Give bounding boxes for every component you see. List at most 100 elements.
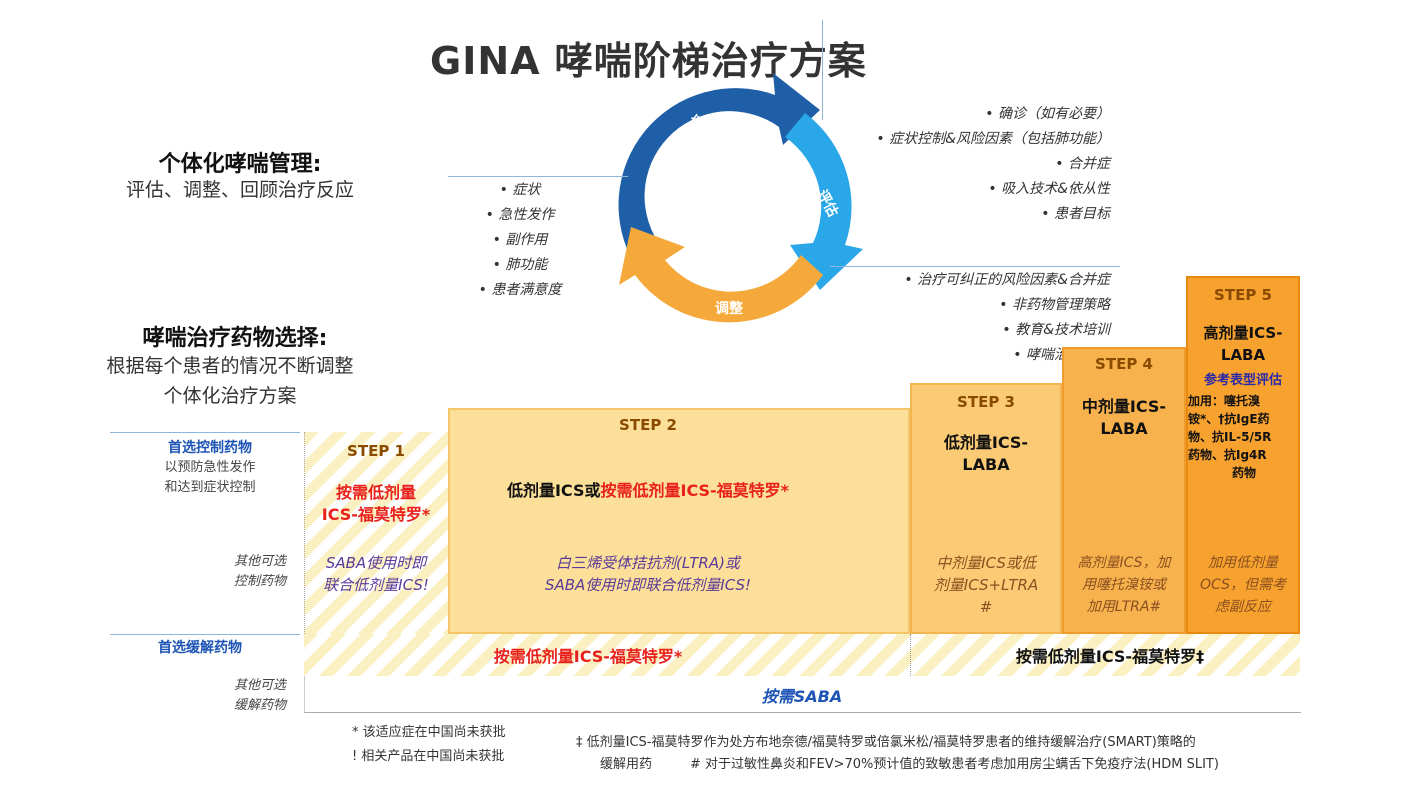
step2-box (448, 408, 910, 634)
step4-alt-line: 高剂量ICS，加 (1077, 555, 1171, 571)
other-controller-category: 其他可选 控制药物 (210, 552, 310, 592)
step3-preferred-controller: 低剂量ICS- LABA (910, 432, 1062, 476)
step3-alt-line: # (979, 598, 993, 616)
cycle-segment-review (618, 73, 820, 265)
step2-main-b: 按需低剂量ICS-福莫特罗* (600, 481, 790, 500)
step1-main-line: 按需低剂量 (335, 483, 416, 502)
step1-label: STEP 1 (347, 442, 405, 460)
step5-label: STEP 5 (1214, 286, 1272, 304)
step4-label: STEP 4 (1095, 355, 1153, 373)
assess-bullet: 吸入技术&依从性 (780, 177, 1110, 202)
footnote-dagger-1: ‡ 低剂量ICS-福莫特罗作为处方布地奈德/福莫特罗或倍氯米松/福莫特罗患者的维… (576, 735, 1196, 750)
step5-phenotype: 参考表型评估 (1203, 373, 1282, 388)
review-bullets: 症状 急性发作 副作用 肺功能 患者满意度 (440, 178, 600, 303)
preferred-controller-title: 首选控制药物 (168, 440, 252, 456)
step3-main-line: 低剂量ICS- (943, 433, 1029, 452)
review-bullet: 肺功能 (440, 253, 600, 278)
step5-main-line: LABA (1220, 346, 1266, 364)
assess-bullet: 患者目标 (780, 202, 1110, 227)
other-reliever-band (304, 676, 1301, 713)
reliever-steps12: 按需低剂量ICS-福莫特罗* (493, 647, 683, 666)
step4-other-controller: 高剂量ICS，加 用噻托溴铵或 加用LTRA# (1062, 552, 1186, 618)
step5-addon-line: 铵*、†抗IgE药 (1188, 412, 1270, 426)
other-controller-label: 控制药物 (233, 574, 286, 589)
step5-alt-line: 加用低剂量 (1208, 555, 1278, 571)
review-bullet: 副作用 (440, 228, 600, 253)
cycle-label-adjust: 调整 (715, 300, 744, 317)
preferred-reliever-band (304, 634, 1300, 676)
footnote-dagger-2: 缓解用药 (600, 757, 653, 772)
step1-box (304, 432, 449, 634)
step4-box (1062, 347, 1186, 634)
step5-box (1186, 276, 1300, 634)
review-bullet: 症状 (440, 178, 600, 203)
step4-main-line: LABA (1100, 419, 1148, 438)
adjust-connector (830, 266, 1120, 267)
reliever-steps35: 按需低剂量ICS-福莫特罗‡ (1015, 647, 1205, 666)
step3-label: STEP 3 (957, 393, 1015, 411)
footnote-bang: ! 相关产品在中国尚未获批 (352, 749, 505, 764)
step2-other-controller: 白三烯受体拮抗剂(LTRA)或 SABA使用时即联合低剂量ICS! (448, 552, 848, 596)
preferred-controller-sub: 以预防急性发作 (164, 460, 256, 475)
assess-bullet: 症状控制&风险因素（包括肺功能） (780, 127, 1110, 152)
review-connector (448, 176, 628, 177)
other-controller-label: 其他可选 (233, 554, 286, 569)
assess-bullets: 确诊（如有必要） 症状控制&风险因素（包括肺功能） 合并症 吸入技术&依从性 患… (780, 102, 1110, 227)
step2-label: STEP 2 (619, 416, 677, 434)
assess-bullet: 确诊（如有必要） (780, 102, 1110, 127)
step5-addon-line: 物、抗IL-5/5R (1188, 430, 1272, 444)
selection-subtitle-2: 个体化治疗方案 (163, 385, 297, 407)
category-divider (110, 432, 300, 433)
preferred-reliever-title: 首选缓解药物 (158, 640, 242, 656)
step3-box (910, 383, 1062, 634)
step4-alt-line: 加用LTRA# (1086, 599, 1162, 615)
step1-main-line: ICS-福莫特罗* (321, 505, 431, 524)
step4-preferred-controller: 中剂量ICS- LABA (1062, 396, 1186, 440)
step5-addon-line: 加用：噻托溴 (1188, 394, 1261, 408)
step2-main-a: 低剂量ICS或 (506, 481, 601, 500)
footnote-star: * 该适应症在中国尚未获批 (352, 725, 506, 740)
step5-alt-line: 虑副反应 (1215, 599, 1271, 615)
reliever-other-saba: 按需SABA (761, 687, 843, 706)
other-reliever-category: 其他可选 缓解药物 (210, 676, 310, 716)
selection-heading: 哮喘治疗药物选择: (142, 326, 328, 351)
step4-main-line: 中剂量ICS- (1081, 397, 1167, 416)
step2-preferred-controller: 低剂量ICS或按需低剂量ICS-福莫特罗* (448, 480, 848, 502)
step5-addon-line: 药物、抗Ig4R (1188, 448, 1267, 462)
step1-alt-line: SABA使用时即 (325, 554, 427, 572)
cycle-segment-adjust (619, 227, 823, 323)
adjust-bullet: 教育&技术培训 (820, 318, 1110, 343)
step4-alt-line: 用噻托溴铵或 (1082, 577, 1166, 593)
step3-alt-line: 剂量ICS+LTRA (933, 576, 1039, 594)
step1-alt-line: 联合低剂量ICS! (323, 576, 429, 594)
step5-addons: 加用：噻托溴 铵*、†抗IgE药 物、抗IL-5/5R 药物、抗Ig4R 药物 (1186, 392, 1300, 482)
step1-other-controller: SABA使用时即 联合低剂量ICS! (304, 552, 448, 596)
step5-addon-line: 药物 (1231, 466, 1256, 480)
page-title: GINA 哮喘阶梯治疗方案 (430, 39, 867, 83)
other-reliever-label: 其他可选 (233, 678, 286, 693)
footnote-hash: # 对于过敏性鼻炎和FEV>70%预计值的致敏患者考虑加用房尘螨舌下免疫疗法(H… (690, 757, 1219, 772)
step2-alt-line: SABA使用时即联合低剂量ICS! (544, 576, 752, 594)
step1-preferred-controller: 按需低剂量 ICS-福莫特罗* (304, 482, 448, 526)
management-heading: 个体化哮喘管理: (158, 152, 322, 177)
review-bullet: 急性发作 (440, 203, 600, 228)
preferred-reliever-category: 首选缓解药物 (130, 638, 270, 658)
other-reliever-label: 缓解药物 (233, 698, 286, 713)
preferred-controller-sub: 和达到症状控制 (164, 480, 256, 495)
management-subtitle: 评估、调整、回顾治疗反应 (125, 179, 354, 201)
category-divider (110, 634, 300, 635)
step3-alt-line: 中剂量ICS或低 (936, 554, 1036, 572)
preferred-controller-category: 首选控制药物 以预防急性发作 和达到症状控制 (130, 438, 290, 498)
step5-alt-line: OCS，但需考 (1200, 577, 1286, 593)
step2-alt-line: 白三烯受体拮抗剂(LTRA)或 (556, 554, 740, 572)
adjust-bullet: 治疗可纠正的风险因素&合并症 (820, 268, 1110, 293)
assess-bullet: 合并症 (780, 152, 1110, 177)
review-bullet: 患者满意度 (440, 278, 600, 303)
reliever-band-divider (910, 634, 912, 676)
step5-preferred-controller: 高剂量ICS- LABA 参考表型评估 加用：噻托溴 铵*、†抗IgE药 物、抗… (1186, 322, 1300, 482)
step5-other-controller: 加用低剂量 OCS，但需考 虑副反应 (1186, 552, 1300, 618)
step3-main-line: LABA (962, 455, 1010, 474)
step5-main-line: 高剂量ICS- (1203, 324, 1283, 342)
divider (822, 20, 823, 120)
adjust-bullet: 非药物管理策略 (820, 293, 1110, 318)
